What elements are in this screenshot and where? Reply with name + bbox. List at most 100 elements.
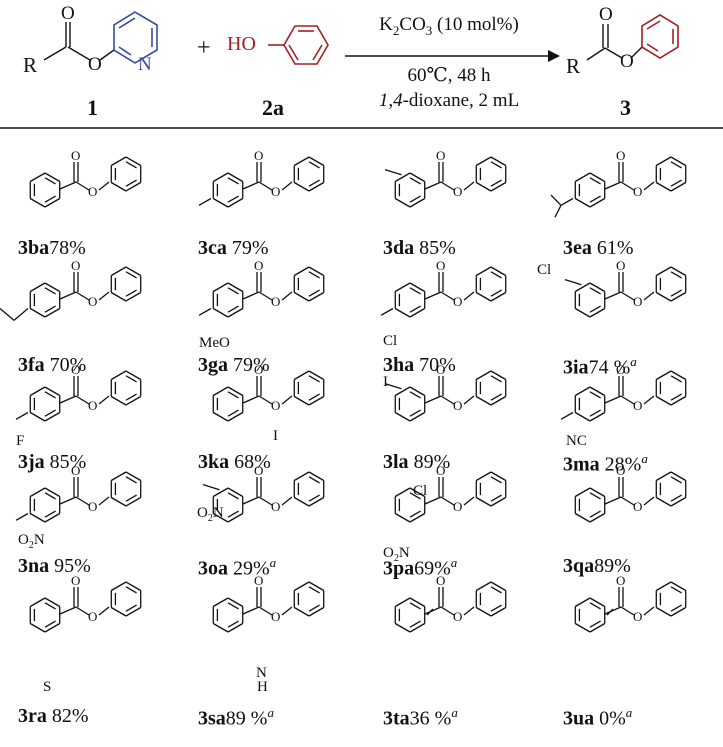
svg-text:O: O (436, 148, 445, 163)
atom-n-pyridine: N (138, 54, 152, 75)
svg-text:O: O (453, 184, 462, 199)
svg-text:O: O (88, 609, 97, 624)
atom-r-3: R (566, 54, 581, 78)
svg-text:O: O (71, 362, 80, 377)
product-phenyl-ring (641, 14, 679, 59)
svg-text:O: O (88, 184, 97, 199)
label-thiophene-s: S (43, 679, 52, 695)
product-3-label: 3 (620, 95, 631, 120)
compound-label-3ua: 3ua 0%a (563, 705, 633, 730)
atom-o-carbonyl-1: O (61, 3, 75, 24)
structure-3qa: OO (574, 463, 687, 523)
structure-3fa: OO (0, 258, 142, 321)
label-cyano: NC (566, 433, 587, 449)
svg-text:O: O (436, 573, 445, 588)
reaction-scheme (0, 11, 723, 129)
svg-text:O: O (88, 294, 97, 309)
label-chloro-para: Cl (383, 333, 398, 349)
structure-3ta: OO (394, 573, 507, 633)
phenol-ho: HO (227, 33, 256, 55)
svg-text:O: O (616, 148, 625, 163)
atom-o-carbonyl-3: O (599, 4, 613, 25)
label-iodo-ortho: I (273, 428, 278, 444)
svg-text:O: O (88, 398, 97, 413)
structure-3ba: OO (29, 148, 142, 208)
condition-base: K2CO3 (10 mol%) (379, 14, 519, 38)
svg-text:O: O (271, 294, 280, 309)
compound-label-3ja: 3ja 85% (18, 451, 87, 473)
compound-label-3ta: 3ta36 %a (383, 705, 458, 730)
svg-text:O: O (254, 362, 263, 377)
reaction-arrow (345, 50, 560, 62)
structure-3ua: OO (574, 573, 687, 633)
structure-3la: OO (384, 362, 507, 422)
plus-sign: + (197, 35, 211, 61)
compound-label-3pa: 3pa69%a (383, 555, 458, 580)
structure-3ia: OO (564, 258, 687, 318)
svg-text:O: O (254, 258, 263, 273)
svg-text:O: O (71, 463, 80, 478)
structure-3ea: OO (550, 148, 687, 218)
structure-3ja: OO (15, 362, 142, 422)
svg-text:O: O (71, 258, 80, 273)
svg-text:O: O (436, 463, 445, 478)
svg-text:O: O (453, 294, 462, 309)
compound-label-3sa: 3sa89 %a (198, 705, 274, 730)
svg-text:O: O (271, 398, 280, 413)
reagent-1-label: 1 (87, 95, 98, 120)
structure-3ra: OO (29, 573, 142, 633)
svg-text:O: O (633, 398, 642, 413)
structure-3ma: OO (560, 362, 687, 422)
label-nitro-3pa: O2N (383, 545, 410, 564)
svg-text:O: O (633, 184, 642, 199)
compound-label-3ra: 3ra 82% (18, 705, 89, 727)
compound-label-3oa: 3oa 29%a (198, 555, 277, 580)
svg-text:O: O (616, 463, 625, 478)
svg-text:O: O (453, 609, 462, 624)
compound-label-3na: 3na 95% (18, 555, 91, 577)
compound-label-3ka: 3ka 68% (198, 451, 271, 473)
condition-solvent: 1,4-dioxane, 2 mL (378, 90, 520, 111)
label-fluoro: F (16, 433, 25, 449)
label-indole-n: N (256, 665, 267, 681)
label-indole-h: H (257, 679, 268, 695)
compound-label-3ba: 3ba78% (18, 237, 86, 259)
structure-3ka: OO (212, 362, 325, 422)
structure-3ga: OO (198, 258, 325, 318)
structure-3sa: OO (212, 573, 325, 633)
compound-label-3ga: 3ga 79% (198, 354, 270, 376)
svg-text:O: O (633, 609, 642, 624)
svg-text:O: O (616, 362, 625, 377)
svg-text:O: O (616, 258, 625, 273)
svg-text:O: O (271, 184, 280, 199)
compound-label-3ma: 3ma 28%a (563, 451, 648, 476)
atom-o-ester-1: O (88, 54, 102, 75)
pyridine-ring (113, 11, 158, 64)
compound-label-3qa: 3qa89% (563, 555, 631, 577)
compound-label-3ea: 3ea 61% (563, 237, 634, 259)
compound-label-3ia: 3ia74 %a (563, 354, 637, 379)
svg-text:O: O (254, 148, 263, 163)
label-methoxy: MeO (199, 335, 230, 351)
label-nitro-meta: O2N (197, 505, 224, 524)
atom-o-ester-3: O (620, 51, 634, 72)
svg-text:O: O (633, 499, 642, 514)
svg-text:O: O (436, 362, 445, 377)
structure-3ca: OO (198, 148, 325, 208)
compound-label-3ca: 3ca 79% (198, 237, 269, 259)
compound-label-3la: 3la 89% (383, 451, 451, 473)
compound-label-3da: 3da 85% (383, 237, 456, 259)
svg-text:O: O (71, 148, 80, 163)
label-chloro-3pa: Cl (413, 483, 428, 499)
svg-text:O: O (633, 294, 642, 309)
compound-label-3ha: 3ha 70% (383, 354, 456, 376)
svg-text:O: O (88, 499, 97, 514)
compound-label-3fa: 3fa 70% (18, 354, 87, 376)
svg-text:O: O (71, 573, 80, 588)
structure-3ha: OO (380, 258, 507, 318)
svg-text:O: O (436, 258, 445, 273)
svg-text:O: O (271, 499, 280, 514)
label-nitro-para: O2N (18, 532, 45, 551)
structure-3da: OO (384, 148, 507, 208)
